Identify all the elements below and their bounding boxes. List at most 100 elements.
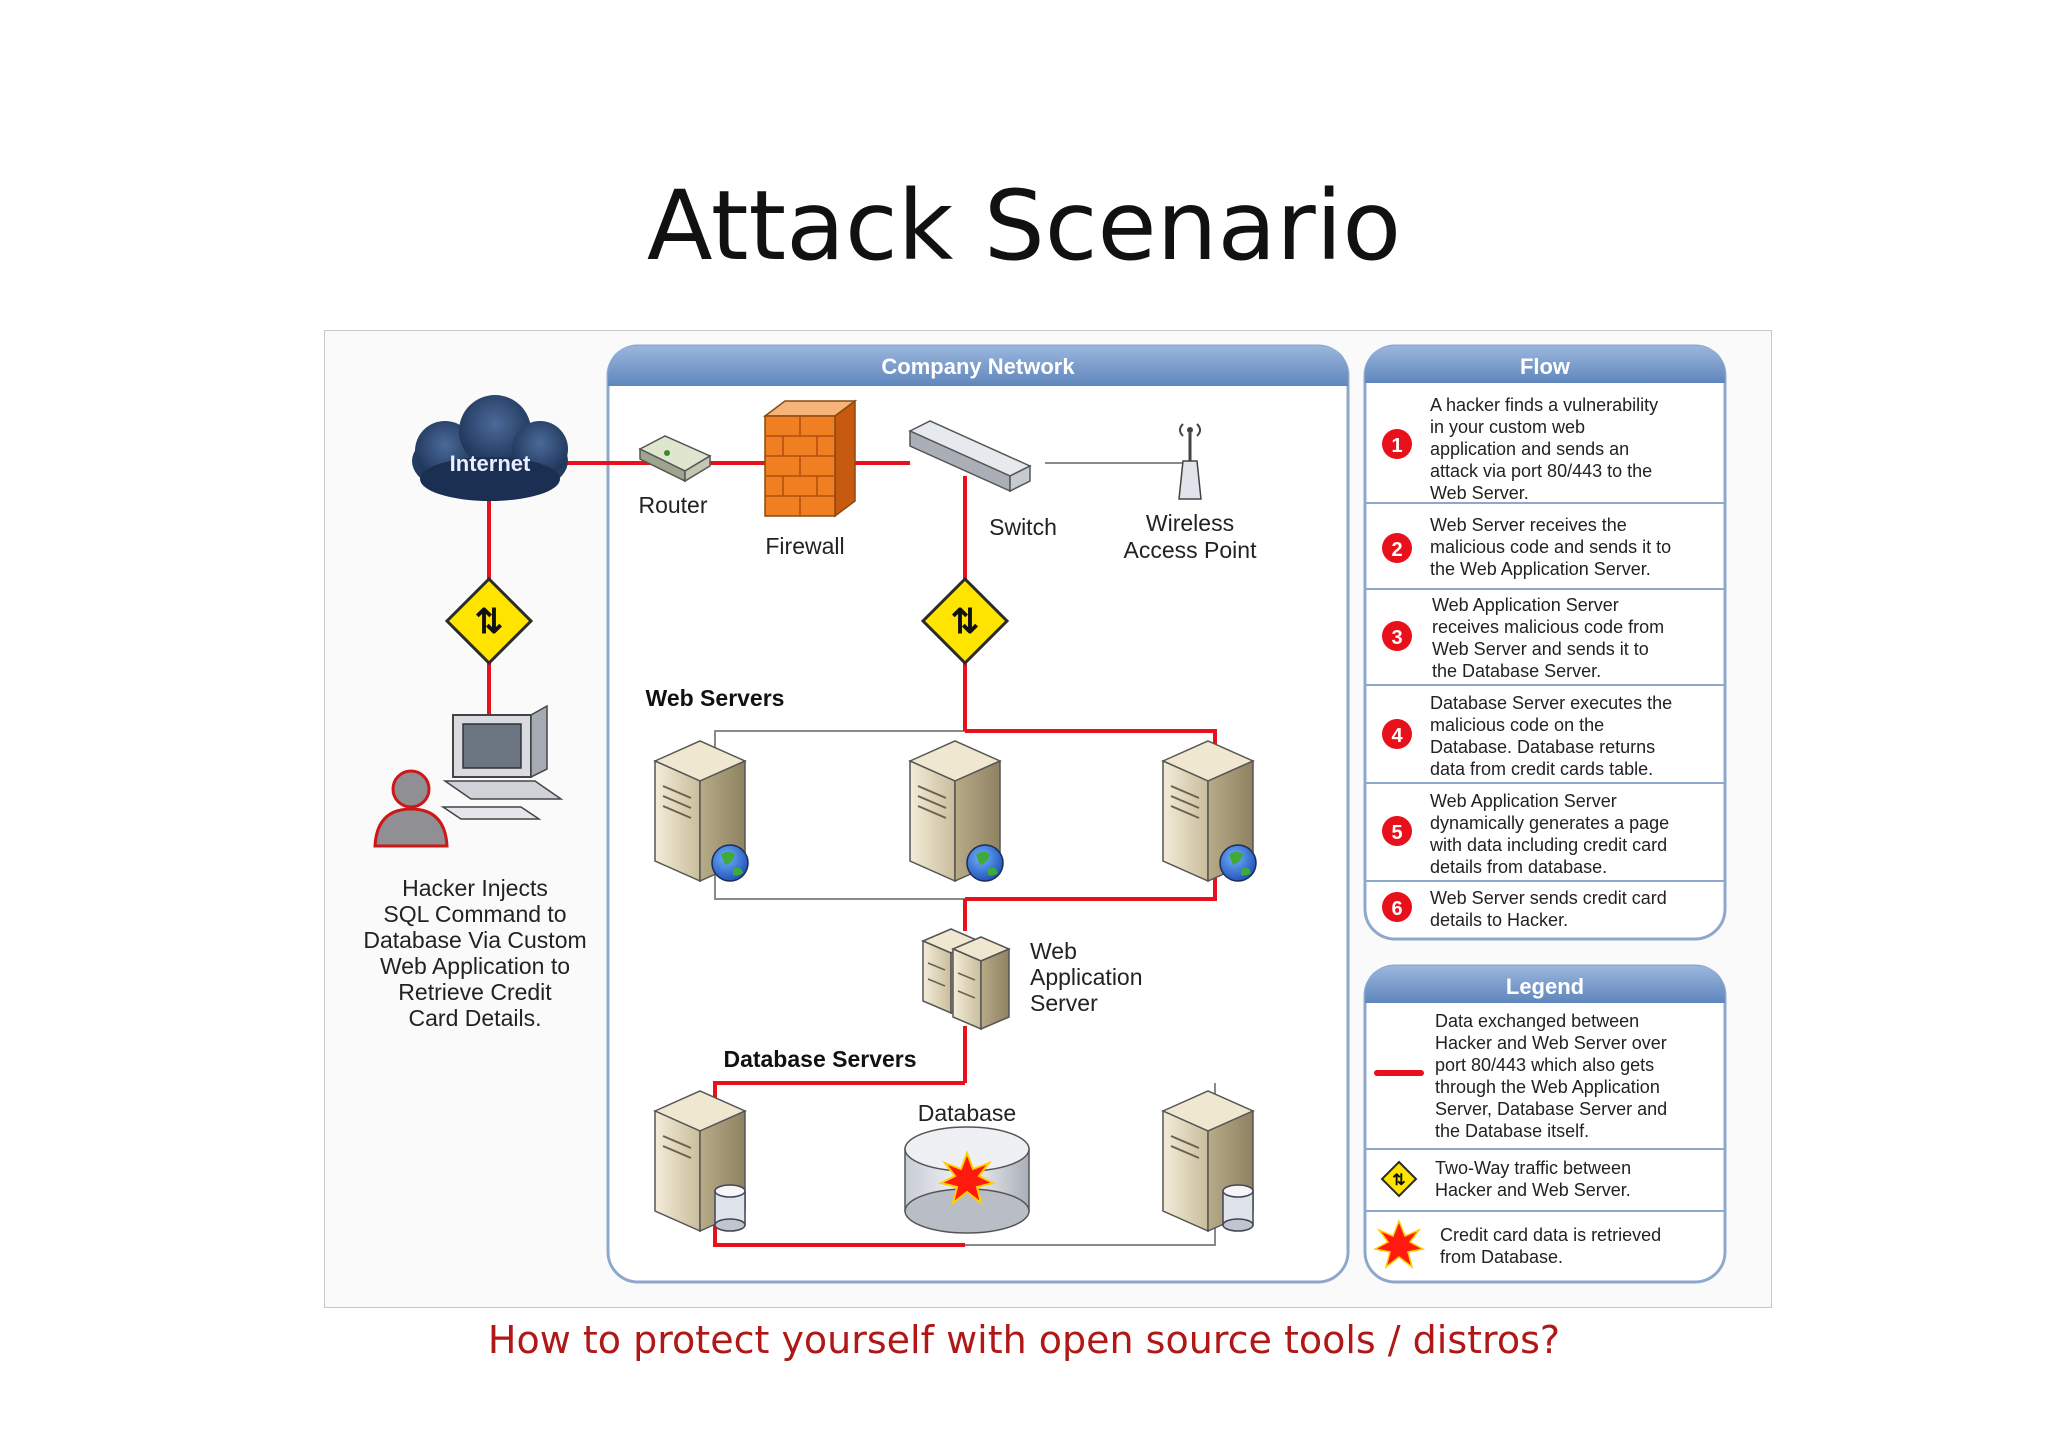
svg-text:⇅: ⇅ bbox=[1392, 1172, 1405, 1189]
svg-text:with data including credit car: with data including credit card bbox=[1429, 835, 1667, 855]
svg-text:Two-Way traffic between: Two-Way traffic between bbox=[1435, 1158, 1631, 1178]
svg-text:6: 6 bbox=[1391, 898, 1402, 920]
svg-text:Hacker and Web Server.: Hacker and Web Server. bbox=[1435, 1180, 1631, 1200]
svg-text:A hacker finds a vulnerability: A hacker finds a vulnerability bbox=[1430, 395, 1658, 415]
svg-text:Database Via Custom: Database Via Custom bbox=[363, 927, 586, 953]
hacker-caption: Hacker Injects SQL Command to Database V… bbox=[363, 875, 586, 1031]
svg-text:Database. Database returns: Database. Database returns bbox=[1430, 737, 1655, 757]
step-number-badge bbox=[1382, 533, 1412, 563]
svg-text:⇅: ⇅ bbox=[475, 603, 504, 641]
two-way-traffic-icon: ⇅ bbox=[1380, 1160, 1418, 1198]
web-app-server-label-line2: Application bbox=[1030, 964, 1143, 990]
web-servers-label: Web Servers bbox=[646, 685, 785, 711]
svg-text:malicious code and sends it to: malicious code and sends it to bbox=[1430, 537, 1671, 557]
svg-text:receives malicious code from: receives malicious code from bbox=[1432, 617, 1664, 637]
wireless-access-point-icon bbox=[1178, 423, 1202, 500]
wap-label-line2: Access Point bbox=[1124, 537, 1258, 563]
slide-title: Attack Scenario bbox=[646, 170, 1402, 282]
firewall-icon bbox=[762, 399, 858, 518]
svg-text:details from database.: details from database. bbox=[1430, 857, 1607, 877]
step-number-badge bbox=[1382, 816, 1412, 846]
legend-item-attack-path: Data exchanged between Hacker and Web Se… bbox=[1374, 1011, 1667, 1141]
database-label: Database bbox=[918, 1100, 1016, 1126]
two-way-traffic-sign-icon: ⇅ bbox=[444, 576, 534, 666]
svg-text:5: 5 bbox=[1391, 822, 1402, 844]
web-server-icon bbox=[1161, 740, 1257, 883]
hacker-computer-icon bbox=[440, 704, 564, 820]
flow-step-4: 4 Database Server executes the malicious… bbox=[1382, 693, 1672, 779]
svg-text:Web Server and sends it to: Web Server and sends it to bbox=[1432, 639, 1649, 659]
svg-text:SQL Command to: SQL Command to bbox=[383, 901, 566, 927]
svg-text:Web Server receives the: Web Server receives the bbox=[1430, 515, 1627, 535]
step-number-badge bbox=[1382, 621, 1412, 651]
wap-label-line1: Wireless bbox=[1146, 510, 1234, 536]
web-application-server-icon bbox=[921, 928, 1011, 1031]
svg-text:Web Server.: Web Server. bbox=[1430, 483, 1529, 503]
svg-text:the Web Application Server.: the Web Application Server. bbox=[1430, 559, 1651, 579]
svg-text:the Database itself.: the Database itself. bbox=[1435, 1121, 1589, 1141]
firewall-label: Firewall bbox=[765, 533, 844, 559]
legend-item-two-way-traffic: ⇅ Two-Way traffic between Hacker and Web… bbox=[1380, 1158, 1631, 1200]
router-label: Router bbox=[638, 492, 707, 518]
svg-text:Hacker and Web Server over: Hacker and Web Server over bbox=[1435, 1033, 1667, 1053]
web-app-server-label-line3: Server bbox=[1030, 990, 1098, 1016]
database-server-icon bbox=[653, 1090, 747, 1233]
router-icon bbox=[638, 435, 712, 483]
svg-text:in your custom web: in your custom web bbox=[1430, 417, 1585, 437]
hacker-person-icon bbox=[373, 769, 449, 848]
flow-header: Flow bbox=[1520, 354, 1571, 379]
svg-text:data from credit cards table.: data from credit cards table. bbox=[1430, 759, 1653, 779]
svg-text:details to Hacker.: details to Hacker. bbox=[1430, 910, 1568, 930]
flow-step-3: 3 Web Application Server receives malici… bbox=[1382, 595, 1664, 681]
starburst-icon bbox=[938, 1150, 996, 1206]
legend-item-credit-card-data: Credit card data is retrieved from Datab… bbox=[1372, 1218, 1661, 1269]
database-server-icon bbox=[1161, 1090, 1255, 1233]
svg-text:Card Details.: Card Details. bbox=[409, 1005, 542, 1031]
internet-cloud-icon: Internet bbox=[412, 395, 568, 501]
flow-panel: Flow bbox=[1363, 344, 1727, 941]
step-number-badge bbox=[1382, 892, 1412, 922]
svg-text:Database Server executes the: Database Server executes the bbox=[1430, 693, 1672, 713]
flow-step-6: 6 Web Server sends credit card details t… bbox=[1382, 888, 1667, 930]
svg-text:⇅: ⇅ bbox=[951, 603, 980, 641]
svg-text:2: 2 bbox=[1391, 539, 1402, 561]
svg-text:Hacker Injects: Hacker Injects bbox=[402, 875, 548, 901]
legend-header: Legend bbox=[1506, 974, 1584, 999]
internet-label: Internet bbox=[450, 451, 531, 476]
svg-text:dynamically generates a page: dynamically generates a page bbox=[1430, 813, 1669, 833]
svg-text:attack via port 80/443 to the: attack via port 80/443 to the bbox=[1430, 461, 1652, 481]
svg-text:Web Application Server: Web Application Server bbox=[1432, 595, 1619, 615]
attack-diagram: Company Network Internet Router bbox=[324, 330, 1772, 1308]
step-number-badge bbox=[1382, 429, 1412, 459]
svg-text:4: 4 bbox=[1391, 725, 1403, 747]
svg-text:malicious code on the: malicious code on the bbox=[1430, 715, 1604, 735]
svg-text:Credit card data is retrieved: Credit card data is retrieved bbox=[1440, 1225, 1661, 1245]
svg-text:Server, Database Server and: Server, Database Server and bbox=[1435, 1099, 1667, 1119]
switch-icon bbox=[908, 420, 1032, 493]
flow-step-5: 5 Web Application Server dynamically gen… bbox=[1382, 791, 1669, 877]
company-network-header: Company Network bbox=[881, 354, 1075, 379]
svg-text:Retrieve Credit: Retrieve Credit bbox=[398, 979, 552, 1005]
svg-text:Web Application Server: Web Application Server bbox=[1430, 791, 1617, 811]
legend-panel: Legend bbox=[1363, 964, 1727, 1284]
step-number-badge bbox=[1382, 719, 1412, 749]
svg-text:Web Server sends credit card: Web Server sends credit card bbox=[1430, 888, 1667, 908]
two-way-traffic-sign-icon: ⇅ bbox=[920, 576, 1010, 666]
flow-step-2: 2 Web Server receives the malicious code… bbox=[1382, 515, 1671, 579]
svg-text:from Database.: from Database. bbox=[1440, 1247, 1563, 1267]
svg-text:Web Application to: Web Application to bbox=[380, 953, 570, 979]
switch-label: Switch bbox=[989, 514, 1057, 540]
web-server-icon bbox=[908, 740, 1004, 883]
svg-text:3: 3 bbox=[1391, 627, 1402, 649]
svg-text:Data exchanged between: Data exchanged between bbox=[1435, 1011, 1639, 1031]
web-server-icon bbox=[653, 740, 749, 883]
database-servers-label: Database Servers bbox=[723, 1046, 916, 1072]
starburst-icon bbox=[1372, 1218, 1426, 1269]
svg-text:port 80/443 which also gets: port 80/443 which also gets bbox=[1435, 1055, 1654, 1075]
svg-text:through the Web Application: through the Web Application bbox=[1435, 1077, 1660, 1097]
flow-step-1: 1 A hacker finds a vulnerability in your… bbox=[1382, 395, 1658, 503]
svg-text:1: 1 bbox=[1391, 435, 1402, 457]
web-app-server-label-line1: Web bbox=[1030, 938, 1077, 964]
svg-text:the Database Server.: the Database Server. bbox=[1432, 661, 1601, 681]
slide-subtitle: How to protect yourself with open source… bbox=[487, 1318, 1561, 1362]
